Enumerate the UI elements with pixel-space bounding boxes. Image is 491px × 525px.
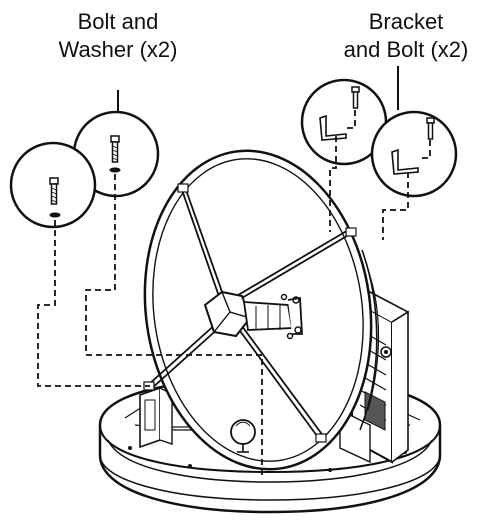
washer-icon — [109, 167, 121, 173]
callout-label-bolt-washer: Bolt and Washer (x2) — [38, 8, 198, 64]
feed-assembly — [203, 290, 303, 340]
bolt-icon — [351, 86, 360, 109]
sensor-bulb — [230, 419, 256, 453]
dish-struts — [147, 189, 353, 441]
bolt-icon — [110, 135, 120, 163]
callout-bracket-bolt — [300, 66, 458, 198]
washer-icon — [49, 212, 61, 218]
left-mount — [139, 386, 173, 449]
bracket-icon — [319, 114, 347, 141]
callout-label-bracket-bolt: Bracket and Bolt (x2) — [322, 8, 490, 64]
leader-lines — [37, 110, 431, 478]
callout-bolt-washer — [9, 90, 160, 229]
callout-label-bolt-washer-line1: Bolt and — [77, 9, 159, 34]
bracket-icon — [391, 148, 419, 175]
bolt-icon — [426, 117, 435, 140]
callout-label-bolt-washer-line2: Washer (x2) — [58, 37, 178, 62]
callout-circle-4 — [370, 110, 458, 198]
bolt-icon — [49, 177, 59, 205]
callout-label-bracket-bolt-line2: and Bolt (x2) — [343, 37, 469, 62]
callout-label-bracket-bolt-line1: Bracket — [368, 9, 444, 34]
